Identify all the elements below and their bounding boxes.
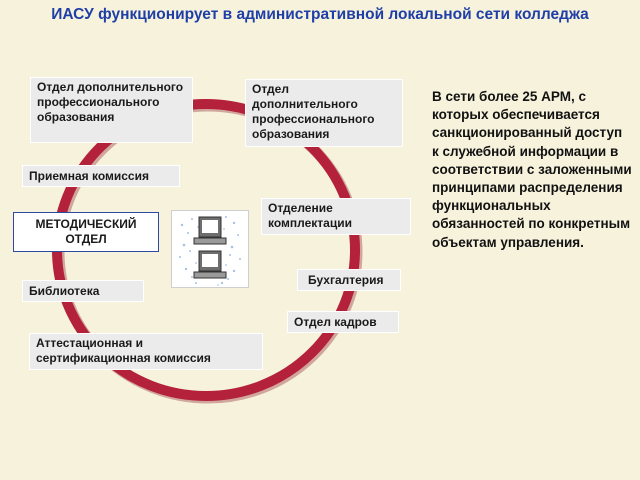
node-admission: Приемная комиссия — [22, 165, 180, 187]
diagram-title: ИАСУ функционирует в административной ло… — [51, 6, 589, 23]
node-methodical-department: МЕТОДИЧЕСКИЙ ОТДЕЛ — [13, 212, 159, 252]
node-library: Библиотека — [22, 280, 144, 302]
node-dpo-right: Отдел дополнительного профессионального … — [245, 79, 403, 147]
node-attestation-commission: Аттестационная и сертификационная комисс… — [29, 333, 263, 370]
workstations-info-text: В сети более 25 АРМ, с которых обеспечив… — [432, 89, 632, 250]
node-hr: Отдел кадров — [287, 311, 399, 333]
network-server-icon — [171, 210, 249, 288]
node-accounting: Бухгалтерия — [297, 269, 401, 291]
node-staffing-department: Отделение комплектации — [261, 198, 411, 235]
node-dpo-left: Отдел дополнительного профессионального … — [30, 77, 193, 143]
